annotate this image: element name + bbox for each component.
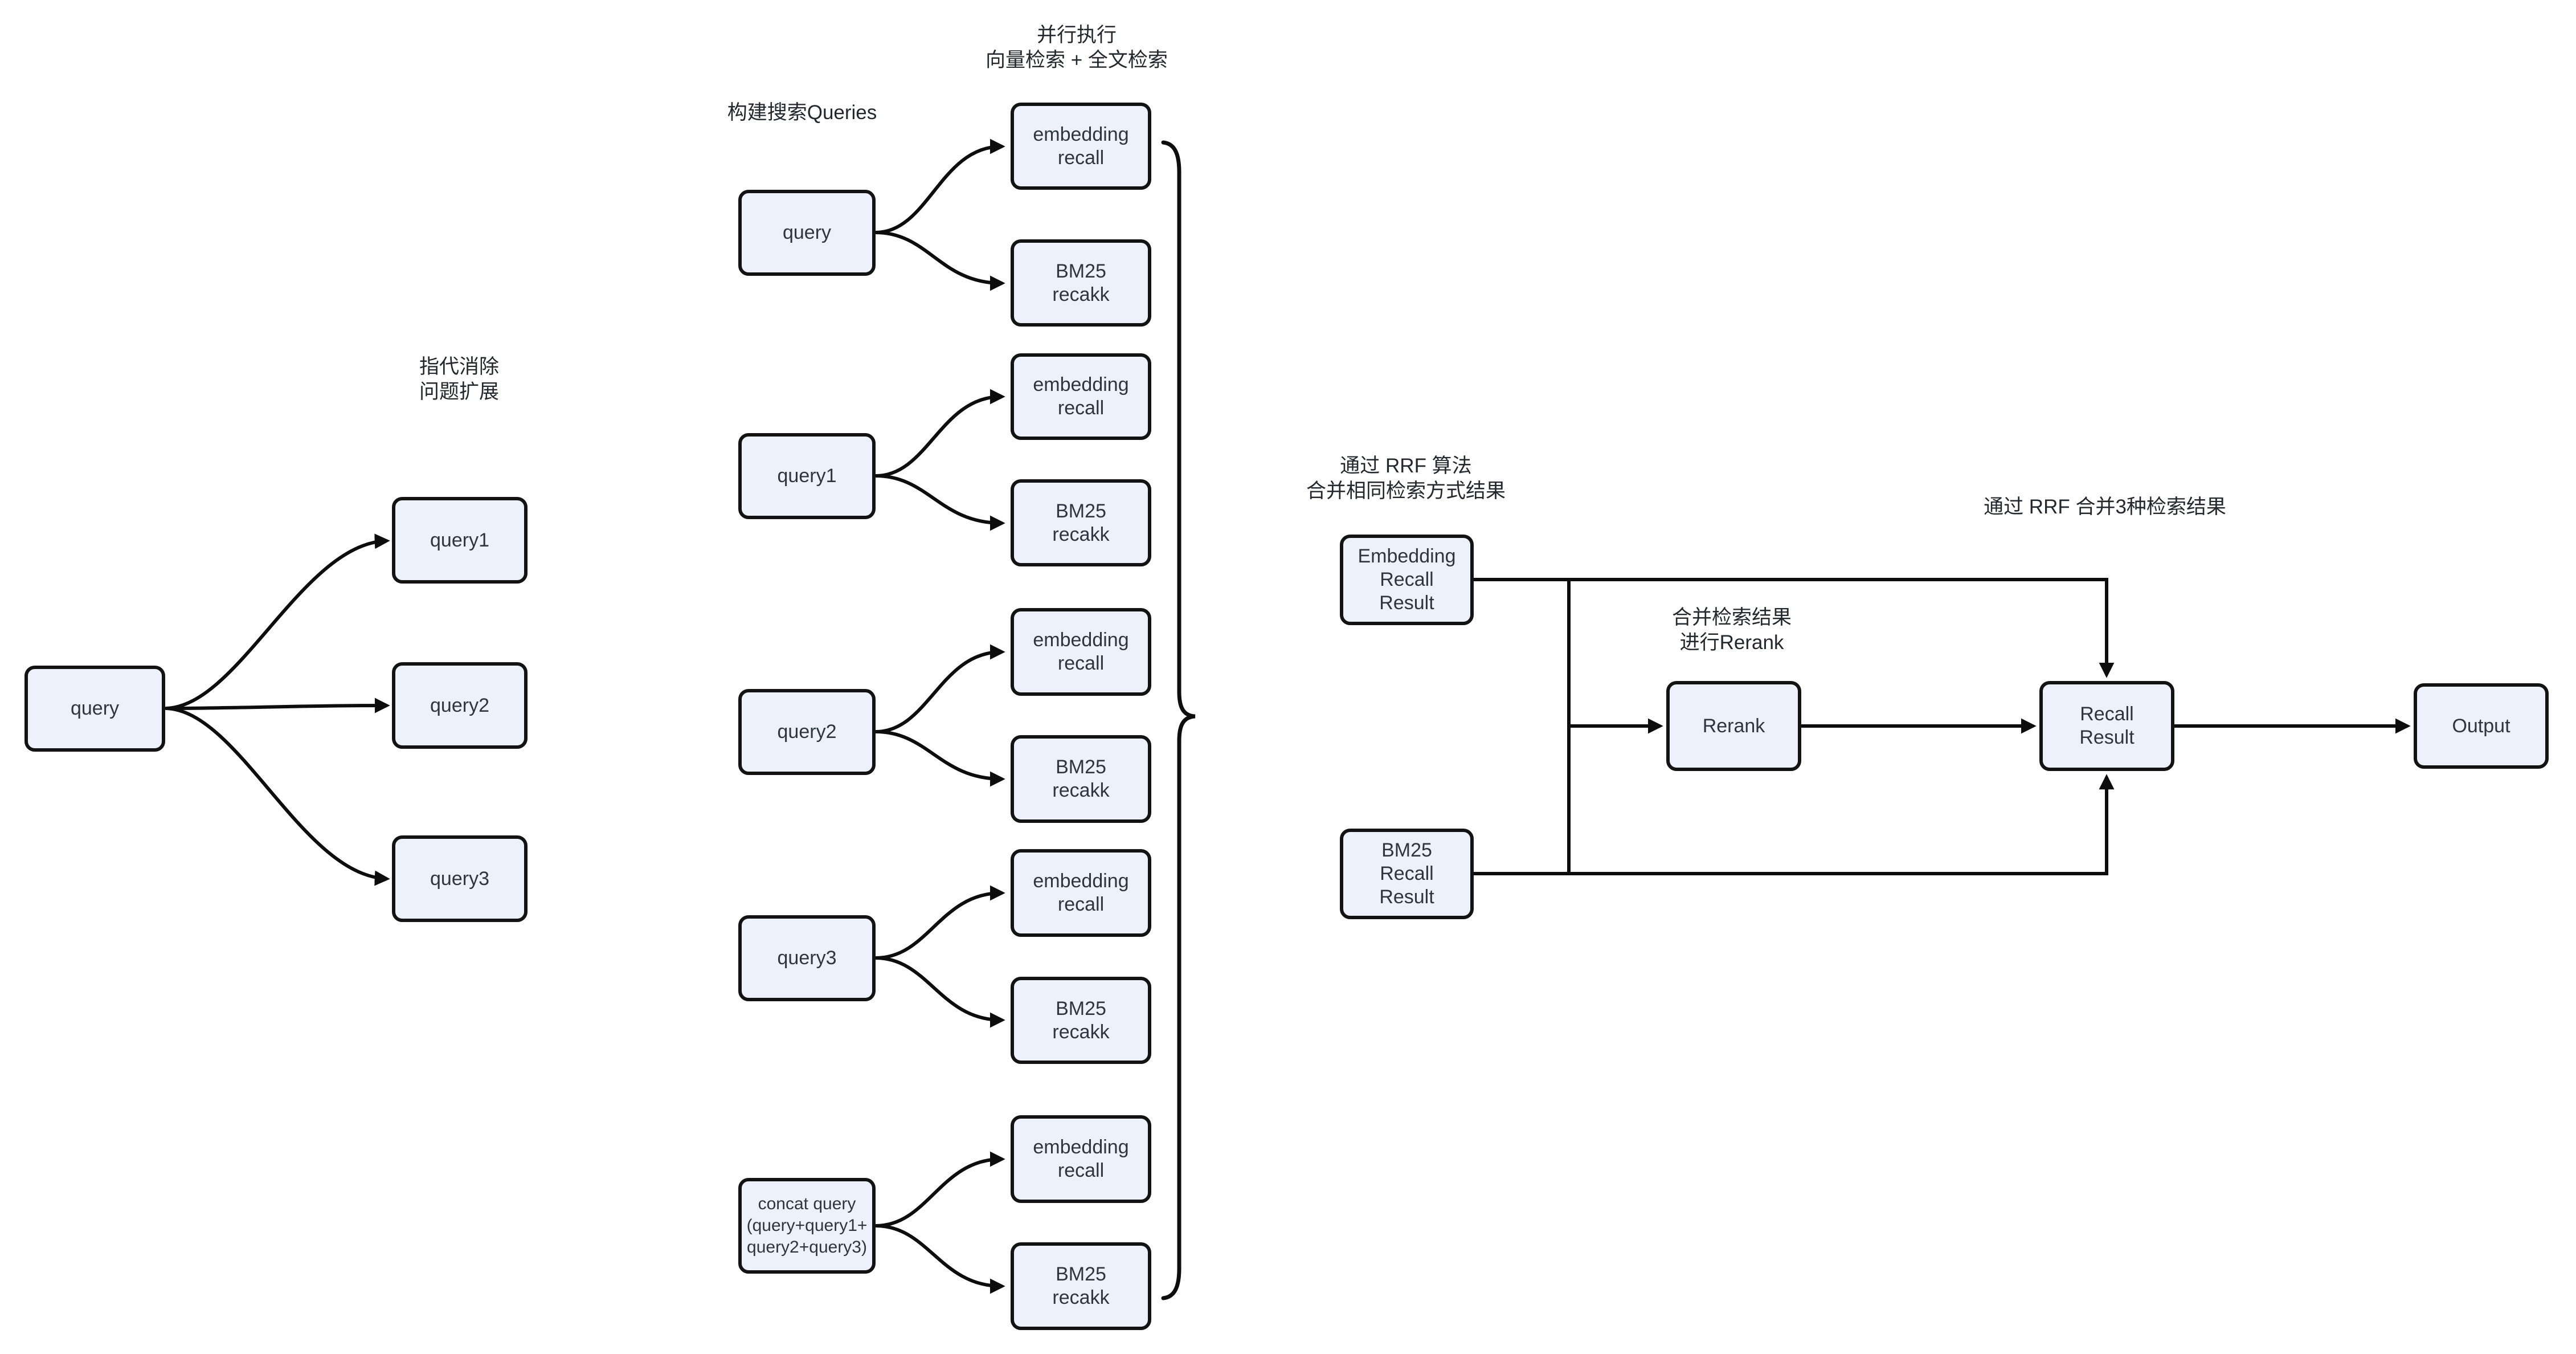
- node-mid-query-2: query2: [738, 689, 876, 775]
- connector-concat-bm25: [874, 1224, 1005, 1294]
- connector-bm25-result-to-recall: [1472, 774, 2115, 875]
- label-rrf-merge-same: 通过 RRF 算法 合并相同检索方式结果: [1306, 455, 1506, 502]
- connector-midq1-bm25: [874, 474, 1005, 531]
- label-rrf-merge-3: 通过 RRF 合并3种检索结果: [1984, 496, 2226, 518]
- node-bm25-recall-1: BM25 recakk: [1011, 479, 1151, 566]
- node-embedding-recall-2: embedding recall: [1011, 608, 1151, 696]
- node-embedding-recall-3: embedding recall: [1011, 849, 1151, 937]
- connector-concat-embedding: [874, 1151, 1005, 1227]
- node-rerank: Rerank: [1666, 681, 1801, 771]
- connector-midq1-embedding: [874, 389, 1005, 478]
- node-bm25-recall-3: BM25 recakk: [1011, 977, 1151, 1064]
- node-output: Output: [2414, 683, 2549, 769]
- node-bm25-recall-0: BM25 recakk: [1011, 239, 1151, 327]
- curly-brace: [1161, 140, 1196, 1300]
- connector-query-to-query1: [165, 533, 390, 710]
- node-mid-query-3: query3: [738, 915, 876, 1001]
- node-left-query2: query2: [392, 662, 528, 749]
- node-mid-query-0: query: [738, 190, 876, 276]
- node-embedding-recall-0: embedding recall: [1011, 103, 1151, 190]
- connector-midq0-bm25: [874, 231, 1005, 291]
- connector-midq0-embedding: [874, 138, 1005, 234]
- node-mid-concat-query: concat query (query+query1+ query2+query…: [738, 1178, 876, 1274]
- connector-midq3-bm25: [874, 956, 1005, 1028]
- node-embedding-recall-1: embedding recall: [1011, 353, 1151, 440]
- node-embedding-recall-result: Embedding Recall Result: [1340, 535, 1474, 625]
- node-bm25-recall-result: BM25 Recall Result: [1340, 829, 1474, 919]
- connector-query-to-query2: [165, 698, 390, 713]
- node-recall-result: Recall Result: [2039, 681, 2174, 771]
- node-bm25-recall-2: BM25 recakk: [1011, 735, 1151, 823]
- node-bm25-recall-4: BM25 recakk: [1011, 1242, 1151, 1330]
- connector-midq2-bm25: [874, 730, 1005, 787]
- node-mid-query-1: query1: [738, 433, 876, 519]
- node-left-query: query: [24, 666, 165, 752]
- node-left-query3: query3: [392, 835, 528, 922]
- connector-embedding-result-to-recall: [1472, 578, 2115, 678]
- label-rerank-note: 合并检索结果 进行Rerank: [1671, 606, 1792, 654]
- node-left-query1: query1: [392, 497, 528, 584]
- node-embedding-recall-4: embedding recall: [1011, 1115, 1151, 1203]
- connector-midq2-embedding: [874, 644, 1005, 733]
- label-coref-expand: 指代消除 问题扩展: [419, 356, 499, 403]
- connector-query-to-query3: [165, 707, 390, 886]
- label-build-queries: 构建搜索Queries: [727, 101, 877, 124]
- connector-midq3-embedding: [874, 885, 1005, 960]
- label-parallel-exec: 并行执行 向量检索 + 全文检索: [986, 24, 1168, 71]
